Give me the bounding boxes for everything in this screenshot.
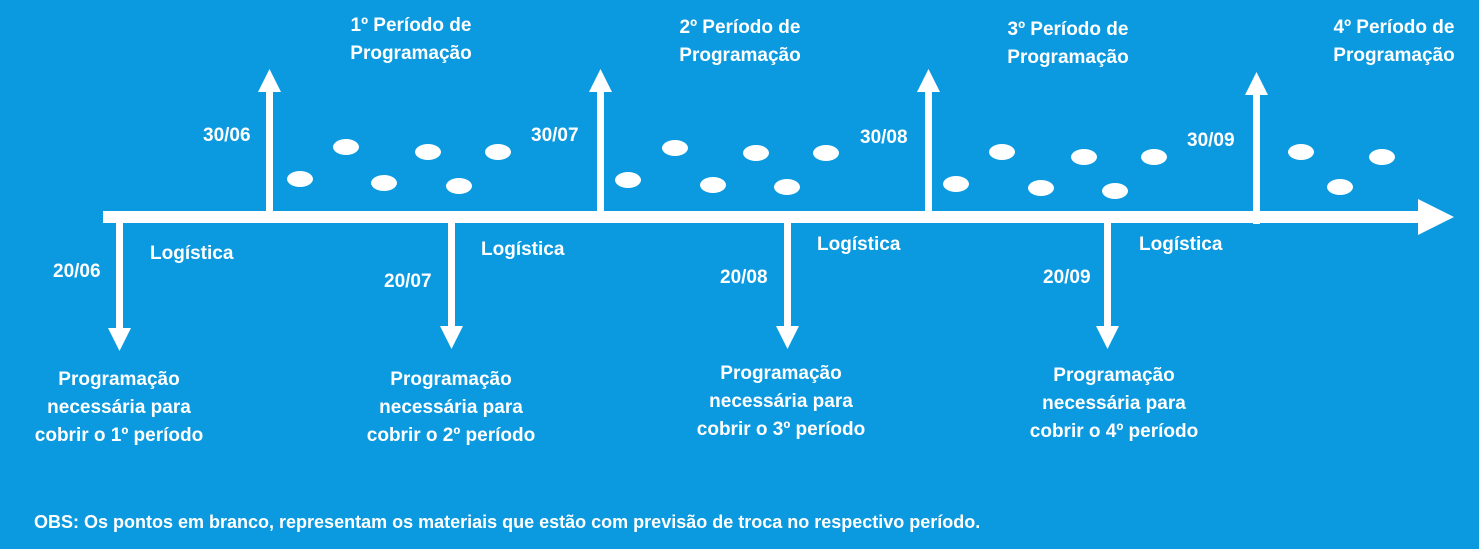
material-dot	[1071, 149, 1097, 165]
deadline-description-line: necessária para	[709, 391, 853, 412]
deadline-description-line: cobrir o 1º período	[34, 425, 204, 446]
material-dot	[1141, 149, 1167, 165]
period-title-line: Programação	[350, 43, 472, 64]
deadline-date: 20/08	[720, 267, 768, 288]
period-title-line: 3º Período de	[1007, 19, 1129, 40]
deadline-description-line: Programação	[58, 369, 180, 390]
period-start-arrow	[917, 69, 940, 216]
material-dot	[371, 175, 397, 191]
period-start-date: 30/06	[203, 125, 251, 146]
deadline-date: 20/07	[384, 271, 432, 292]
period-start-date: 30/09	[1187, 130, 1235, 151]
deadline-description-line: Programação	[720, 363, 842, 384]
deadline-description: Programação necessária para cobrir o 3º …	[697, 360, 865, 444]
period-start-date: 30/07	[531, 125, 579, 146]
material-dot	[1369, 149, 1395, 165]
deadline-arrow	[1096, 218, 1119, 349]
material-dot	[743, 145, 769, 161]
material-dot	[415, 144, 441, 160]
logistics-label: Logística	[481, 239, 565, 260]
deadline-description-line: Programação	[390, 369, 512, 390]
deadline-arrow	[776, 218, 799, 349]
deadline-description-line: necessária para	[1042, 393, 1186, 414]
material-dot	[1327, 179, 1353, 195]
material-dot	[943, 176, 969, 192]
material-dot	[485, 144, 511, 160]
material-dot	[615, 172, 641, 188]
period-title-line: Programação	[679, 45, 801, 66]
deadline-description-line: Programação	[1053, 365, 1175, 386]
material-dot	[813, 145, 839, 161]
period-title: 1º Período de Programação	[350, 12, 471, 68]
material-dot	[700, 177, 726, 193]
period-title: 4º Período de Programação	[1333, 14, 1454, 70]
material-dot	[287, 171, 313, 187]
logistics-label: Logística	[817, 234, 901, 255]
period-title-line: 4º Período de	[1333, 17, 1455, 38]
period-start-arrow	[258, 69, 281, 216]
material-dot	[446, 178, 472, 194]
material-dot	[989, 144, 1015, 160]
period-title-line: 2º Período de	[679, 17, 801, 38]
deadline-description: Programação necessária para cobrir o 2º …	[367, 366, 535, 450]
deadline-date: 20/06	[53, 261, 101, 282]
deadline-description-line: cobrir o 2º período	[366, 425, 536, 446]
deadline-arrow	[108, 218, 131, 351]
deadline-description-line: cobrir o 4º período	[1029, 421, 1199, 442]
material-dot	[774, 179, 800, 195]
period-title-line: 1º Período de	[350, 15, 472, 36]
material-dot	[662, 140, 688, 156]
deadline-description-line: necessária para	[47, 397, 191, 418]
footnote: OBS: Os pontos em branco, representam os…	[34, 512, 981, 532]
deadline-description-line: cobrir o 3º período	[696, 419, 866, 440]
period-title-line: Programação	[1333, 45, 1455, 66]
deadline-description-line: necessária para	[379, 397, 523, 418]
period-title-line: Programação	[1007, 47, 1129, 68]
period-title: 2º Período de Programação	[679, 14, 800, 70]
logistics-label: Logística	[1139, 234, 1223, 255]
deadline-description: Programação necessária para cobrir o 1º …	[35, 366, 203, 450]
main-timeline-arrow	[103, 199, 1454, 235]
period-start-date: 30/08	[860, 127, 908, 148]
material-dot	[1288, 144, 1314, 160]
material-dot	[1102, 183, 1128, 199]
period-start-arrow	[1245, 72, 1268, 224]
deadline-date: 20/09	[1043, 267, 1091, 288]
deadline-description: Programação necessária para cobrir o 4º …	[1030, 362, 1198, 446]
material-dot	[1028, 180, 1054, 196]
material-dot	[333, 139, 359, 155]
period-title: 3º Período de Programação	[1007, 16, 1128, 72]
logistics-label: Logística	[150, 243, 234, 264]
period-start-arrow	[589, 69, 612, 216]
deadline-arrow	[440, 218, 463, 349]
